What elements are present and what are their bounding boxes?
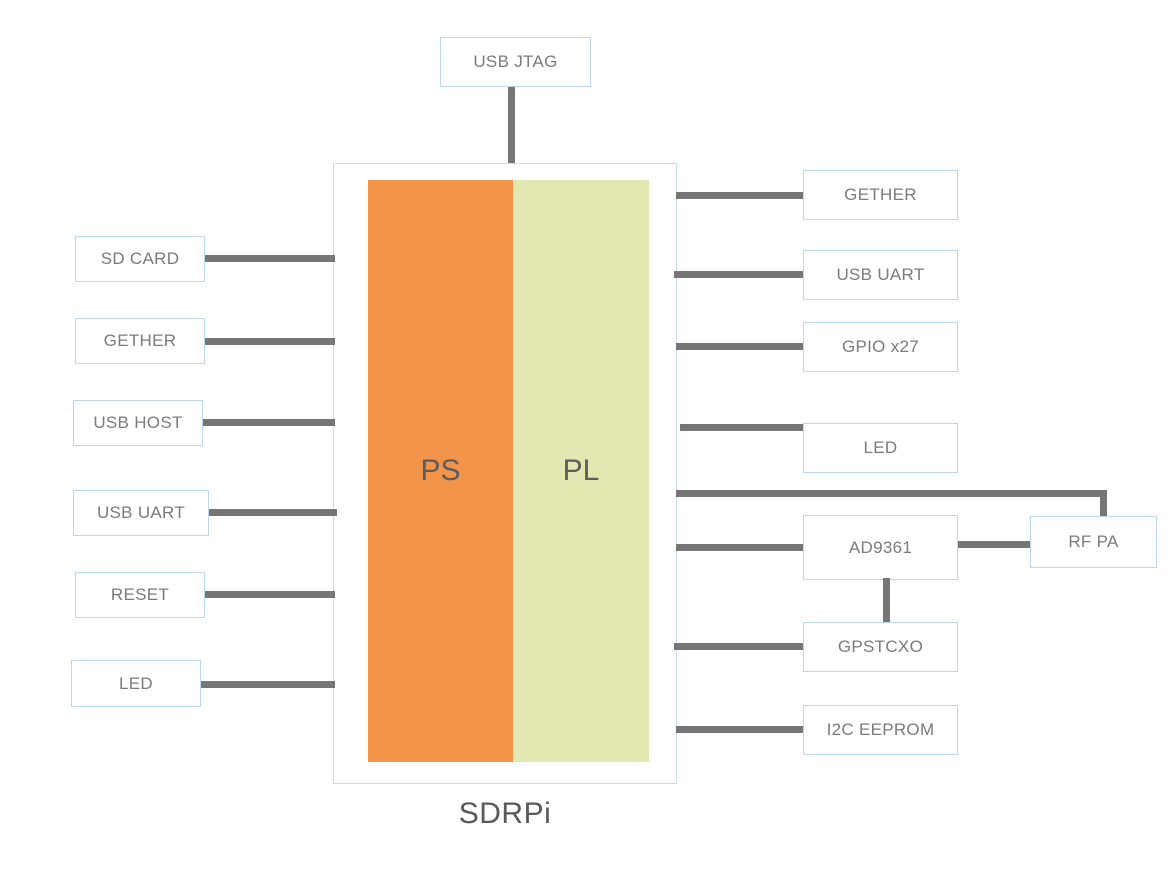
node-led-right[interactable]: LED [803,423,958,473]
node-reset-label: RESET [110,585,170,604]
node-usb-host[interactable]: USB HOST [73,400,203,446]
chip-block-pl[interactable]: PL [513,180,649,762]
node-usb-jtag[interactable]: USB JTAG [440,37,591,87]
node-gpstcxo-label: GPSTCXO [837,637,924,656]
connector-chip-to-gpio [676,343,804,350]
node-usb-uart-right-label: USB UART [836,265,925,284]
connector-ad9361-to-gpstcxo [883,578,890,624]
connector-led-left-to-chip [201,681,335,688]
connector-chip-to-ad9361 [676,544,804,551]
chip-block-pl-label: PL [562,454,600,487]
connector-chip-to-i2c-eeprom [676,726,804,733]
node-gether-left-label: GETHER [103,331,177,350]
node-rf-pa[interactable]: RF PA [1030,516,1157,568]
node-usb-host-label: USB HOST [93,413,183,432]
node-rf-pa-label: RF PA [1068,532,1119,551]
node-gpio-x27-label: GPIO x27 [841,337,920,356]
node-i2c-eeprom[interactable]: I2C EEPROM [803,705,958,755]
chip-block-ps[interactable]: PS [368,180,513,762]
node-led-left-label: LED [119,673,153,693]
node-led-left[interactable]: LED [71,660,201,707]
node-gether-right[interactable]: GETHER [803,170,958,220]
connector-usb-jtag-to-chip [508,87,515,165]
node-i2c-eeprom-label: I2C EEPROM [826,720,935,739]
node-led-right-label: LED [863,438,898,457]
node-ad9361[interactable]: AD9361 [803,515,958,580]
connector-chip-to-gpstcxo [674,643,804,650]
node-usb-jtag-label: USB JTAG [473,52,558,71]
node-gpio-x27[interactable]: GPIO x27 [803,322,958,372]
chip-title-text: SDRPi [458,797,552,830]
node-sd-card[interactable]: SD CARD [75,236,205,282]
chip-frame-sdrpi[interactable]: PS PL [333,163,677,784]
node-ad9361-label: AD9361 [848,537,913,557]
page-title: SDRPi [333,797,677,831]
connector-chip-to-usb-uart-right [674,271,804,278]
node-usb-uart-left[interactable]: USB UART [73,490,209,536]
connector-usb-host-to-chip [203,419,335,426]
connector-chip-to-rf-pa-vertical [1100,490,1107,520]
node-sd-card-label: SD CARD [100,249,180,268]
connector-reset-to-chip [205,591,335,598]
node-gether-right-label: GETHER [844,185,917,204]
connector-chip-to-gether-right [676,192,804,199]
node-usb-uart-right[interactable]: USB UART [803,250,958,300]
node-usb-uart-left-label: USB UART [96,503,186,522]
node-gpstcxo[interactable]: GPSTCXO [803,622,958,672]
connector-chip-to-rf-pa-horizontal [676,490,1107,497]
node-reset[interactable]: RESET [75,572,205,618]
connector-ad9361-to-rf-pa [958,541,1032,548]
connector-gether-left-to-chip [205,338,335,345]
connector-sd-card-to-chip [205,255,335,262]
node-gether-left[interactable]: GETHER [75,318,205,364]
chip-block-ps-label: PS [420,454,461,487]
connector-usb-uart-left-to-chip [209,509,337,516]
connector-chip-to-led-right [680,424,804,431]
